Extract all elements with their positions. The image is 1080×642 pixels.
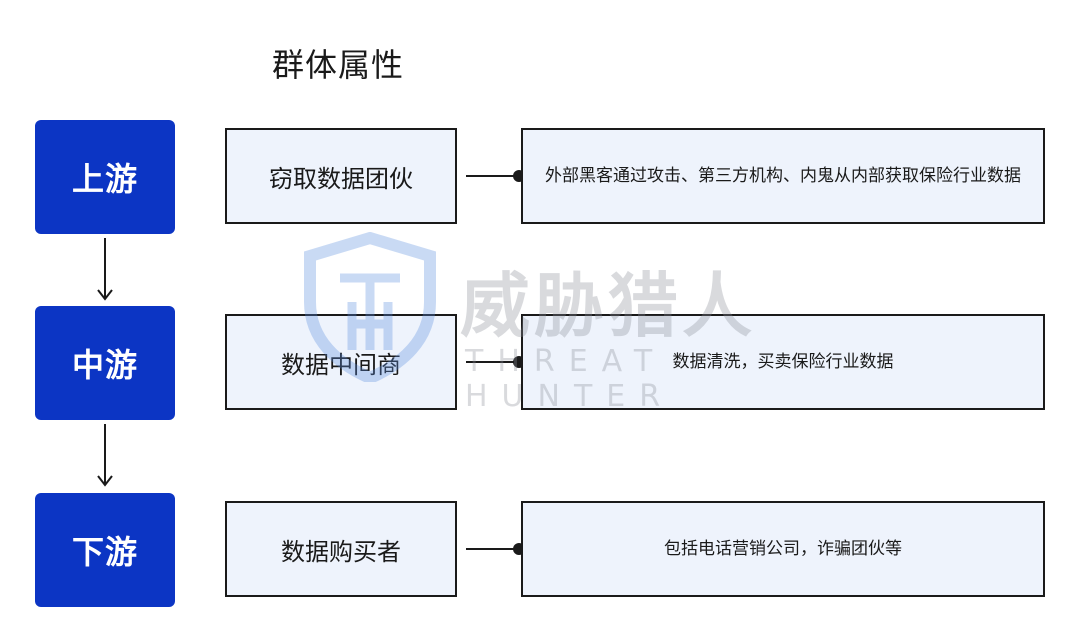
down-arrow-1 bbox=[97, 238, 113, 301]
description-upstream: 外部黑客通过攻击、第三方机构、内鬼从内部获取保险行业数据 bbox=[521, 128, 1045, 224]
description-midstream: 数据清洗，买卖保险行业数据 bbox=[521, 314, 1045, 410]
connector-line-upstream bbox=[466, 175, 518, 177]
group-upstream: 窃取数据团伙 bbox=[225, 128, 457, 224]
connector-line-midstream bbox=[466, 361, 518, 363]
connector-line-downstream bbox=[466, 548, 518, 550]
group-midstream: 数据中间商 bbox=[225, 314, 457, 410]
stage-downstream: 下游 bbox=[35, 493, 175, 607]
down-arrow-2 bbox=[97, 424, 113, 487]
diagram-title: 群体属性 bbox=[272, 46, 405, 84]
group-downstream: 数据购买者 bbox=[225, 501, 457, 597]
description-downstream: 包括电话营销公司，诈骗团伙等 bbox=[521, 501, 1045, 597]
stage-midstream: 中游 bbox=[35, 306, 175, 420]
stage-upstream: 上游 bbox=[35, 120, 175, 234]
